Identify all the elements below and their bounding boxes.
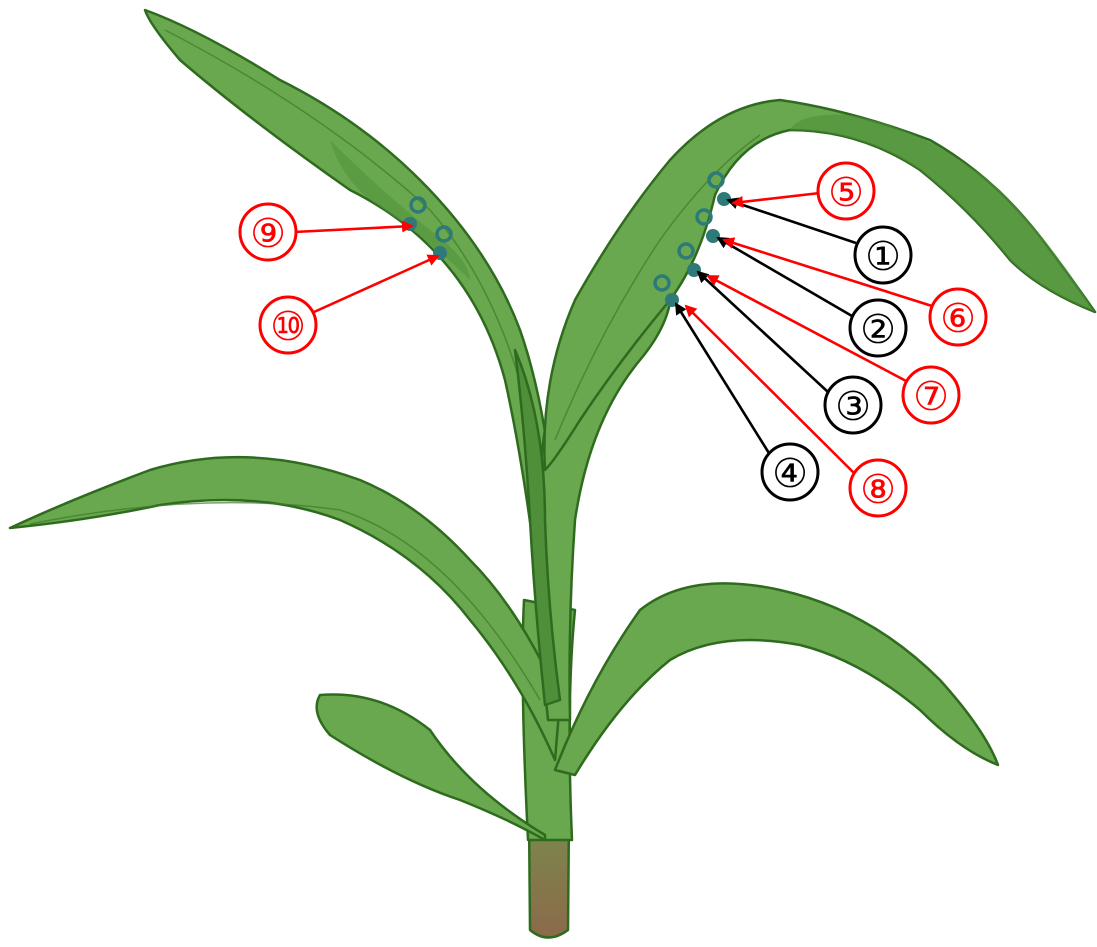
callout-1: ① [855,227,911,283]
callout-9-label: ⑨ [250,211,286,257]
arrow-9 [294,226,412,232]
callout-3: ③ [825,377,881,433]
callout-9: ⑨ [240,204,296,260]
arrow-2 [718,238,852,316]
callout-10-label: ⑩ [270,304,306,350]
callout-6-label: ⑥ [940,296,976,342]
callout-4: ④ [762,444,818,500]
callout-2: ② [850,300,906,356]
callout-6: ⑥ [930,289,986,345]
callout-4-label: ④ [772,451,808,497]
leaf-upper-right [544,100,1095,470]
callout-2-label: ② [860,307,896,353]
callout-8-label: ⑧ [860,467,896,513]
callout-1-label: ① [865,234,901,280]
callout-7: ⑦ [903,367,959,423]
callout-7-label: ⑦ [913,374,949,420]
leaf-lower-right [555,583,998,775]
callout-8: ⑧ [850,460,906,516]
callout-3-label: ③ [835,384,871,430]
callout-10: ⑩ [260,297,316,353]
callout-5: ⑤ [818,163,874,219]
callout-5-label: ⑤ [828,170,864,216]
arrow-5 [733,193,820,203]
leaf-lower-left [317,694,545,840]
arrow-10 [314,256,438,312]
